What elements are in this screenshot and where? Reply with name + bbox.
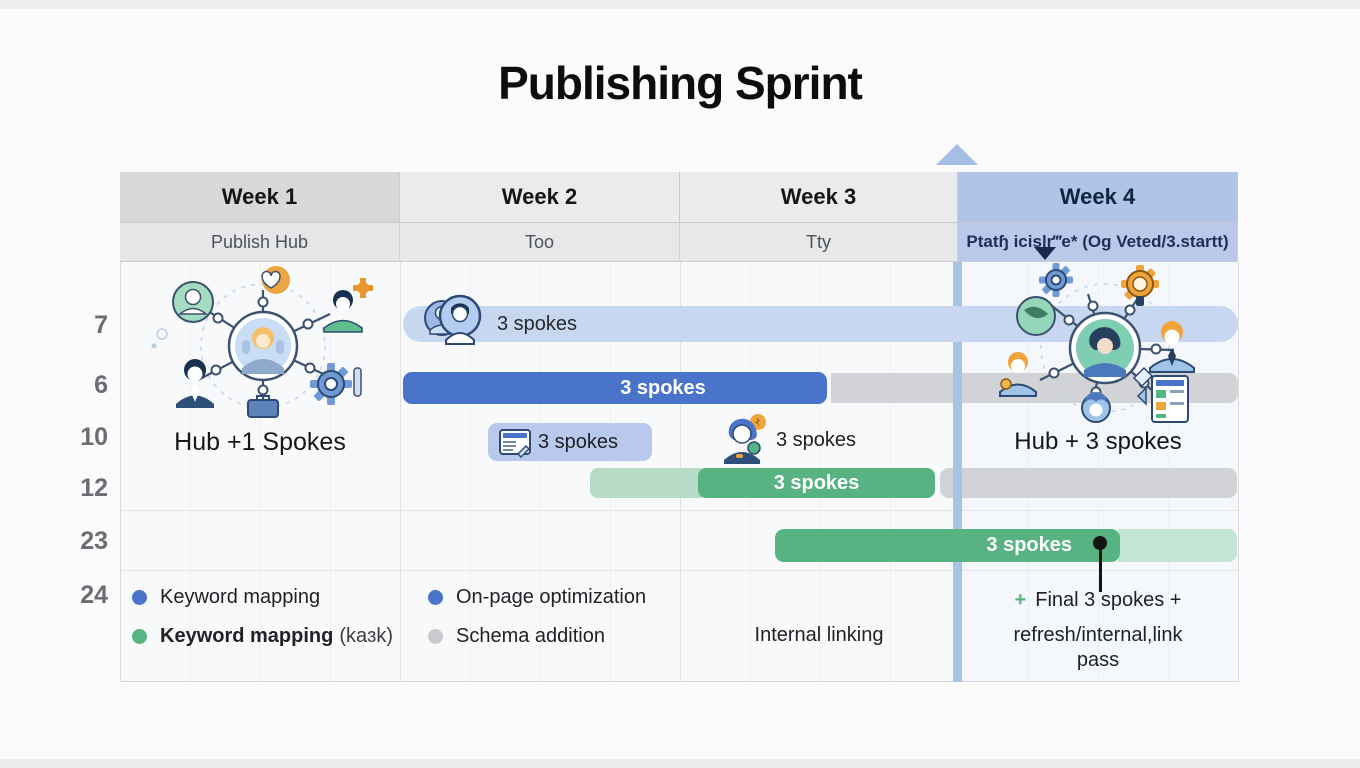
hub-caption-week4: Hub + 3 spokes: [1014, 428, 1182, 455]
legend-item-on-page-optimization: On-page optimization: [428, 584, 646, 610]
column-subtitle-week1: Publish Hub: [120, 222, 400, 262]
task-bar-row12-gray-extension: [940, 468, 1237, 498]
bar-label: 3 spokes: [497, 312, 578, 335]
legend-label: Keyword mapping: [160, 585, 321, 608]
legend-item-final-spokes: + Final 3 spokes +: [958, 589, 1238, 612]
column-subtitle-week2: Too: [400, 222, 680, 262]
legend-label: Keyword mapping: [160, 624, 334, 647]
hub-spoke-illustration-week4: [999, 263, 1195, 423]
column-header-week1: Week 1: [120, 172, 400, 222]
legend-label: Schema addition: [456, 624, 605, 647]
plus-icon: +: [1014, 589, 1027, 611]
legend-item-internal-linking: Internal linking: [754, 624, 884, 646]
row-label-24: 24: [80, 581, 108, 609]
person-badge-icon: [724, 414, 766, 464]
task-bar-row12: 3 spokes: [698, 468, 935, 498]
legend-label-suffix: (kaɜk): [339, 624, 393, 647]
task-bar-row23: 3 spokes: [775, 529, 1120, 562]
connector-line: [1099, 549, 1102, 592]
legend-label: On-page optimization: [456, 585, 647, 608]
hub-spoke-illustration-week1: [151, 266, 373, 418]
row-label-10: 10: [80, 423, 108, 451]
connector-dot: [1093, 536, 1107, 550]
row-label-6: 6: [94, 371, 108, 399]
legend-label: Final 3 spokes +: [1035, 589, 1182, 611]
legend-item-keyword-mapping-green: Keyword mapping (kaɜk): [132, 623, 393, 649]
legend-item-final-spokes-line2: refresh/internal,link: [1013, 624, 1183, 646]
task-bar-row6: 3 spokes: [403, 372, 827, 404]
legend-dot-green: [132, 628, 147, 644]
bar-label: 3 spokes: [773, 471, 860, 494]
bar-label: 3 spokes: [986, 534, 1072, 556]
column-header-week2: Week 2: [400, 172, 680, 222]
task-bar-row12-light-lead: [590, 468, 702, 498]
legend-dot-blue: [428, 589, 443, 605]
team-avatars-icon: [424, 294, 482, 345]
legend-dot-gray: [428, 628, 443, 644]
legend-item-final-spokes-line3: pass: [1076, 649, 1120, 671]
document-icon: [499, 429, 531, 458]
column-subtitle-week4: Ptatɧ icislr‴e* (Og Veted/3.startt): [958, 222, 1238, 262]
task-bar-row23-light-tail: [1118, 529, 1237, 562]
bar-label: 3 spokes: [538, 430, 619, 453]
row-label-23: 23: [80, 527, 108, 555]
legend-item-schema-addition: Schema addition: [428, 623, 605, 649]
column-subtitle-week3: Tty: [680, 222, 958, 262]
legend-dot-blue: [132, 589, 147, 605]
task-label-row10-week3: 3 spokes: [776, 429, 857, 451]
page-title: Publishing Sprint: [498, 57, 863, 109]
row-label-7: 7: [94, 311, 108, 339]
column-header-week4: Week 4: [958, 172, 1238, 222]
column-header-week3: Week 3: [680, 172, 958, 222]
down-triangle-icon: [1034, 247, 1056, 260]
up-triangle-icon: [936, 144, 978, 165]
row-label-12: 12: [80, 474, 108, 502]
hub-caption-week1: Hub +1 Spokes: [174, 428, 346, 456]
bar-label: 3 spokes: [620, 376, 706, 399]
week4-highlight-line: [953, 262, 962, 682]
legend-item-keyword-mapping-blue: Keyword mapping: [132, 584, 320, 610]
